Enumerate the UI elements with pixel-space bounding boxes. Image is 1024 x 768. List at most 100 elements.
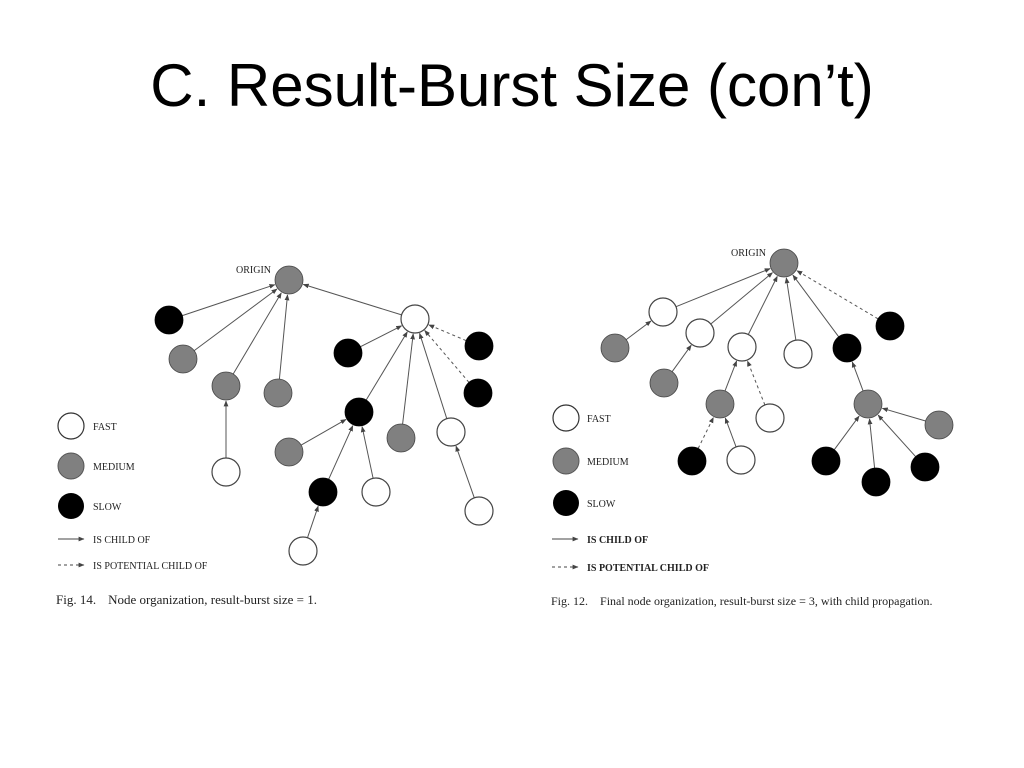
fig14-edge-child	[418, 332, 448, 419]
slide-title: C. Result-Burst Size (con’t)	[150, 52, 874, 119]
fig14-node-fast	[436, 417, 466, 447]
fig14-edge-potential-child	[424, 329, 470, 383]
fig14-origin-node	[274, 265, 304, 295]
fig12-node-medium	[924, 410, 954, 440]
fig14-node-slow	[333, 338, 363, 368]
fig12-caption: Fig. 12. Final node organization, result-…	[551, 594, 933, 609]
fig14-node-slow	[463, 378, 493, 408]
fig14-node-medium	[211, 371, 241, 401]
fig14-edge-child	[360, 426, 374, 479]
fig12-node-slow	[875, 311, 905, 341]
fig12-node-fast	[648, 297, 678, 327]
fig12-caption-label: Fig. 12.	[551, 594, 589, 608]
fig14-node-medium	[168, 344, 198, 374]
fig12-node-medium	[600, 333, 630, 363]
fig12-edge-child	[792, 274, 840, 338]
fig14-edge-child	[360, 325, 403, 348]
figure-12-diagram: ORIGIN FAST MEDIUM SLOW IS CHILD OF IS P…	[552, 248, 954, 574]
legend-fast-label: FAST	[93, 422, 117, 433]
legend-medium-swatch	[552, 447, 580, 475]
fig12-origin-node	[769, 248, 799, 278]
fig12-node-slow	[832, 333, 862, 363]
fig14-edge-child	[232, 292, 282, 375]
fig12-edge-child	[784, 277, 797, 341]
fig14-origin-label: ORIGIN	[236, 265, 271, 276]
fig12-caption-text: Final node organization, result-burst si…	[600, 594, 933, 608]
legend-slow-swatch	[553, 490, 579, 516]
fig12-node-fast	[726, 445, 756, 475]
fig14-caption-label: Fig. 14.	[56, 592, 97, 607]
fig12-node-slow	[910, 452, 940, 482]
fig12-legend: FAST MEDIUM SLOW IS CHILD OF IS POTENTIA…	[552, 404, 709, 574]
fig14-edge-child	[328, 425, 354, 480]
fig14-edge-child	[300, 418, 347, 446]
fig14-edge-child	[365, 331, 408, 401]
legend-slow-label: SLOW	[587, 499, 616, 510]
legend-slow-swatch	[58, 493, 84, 519]
fig14-node-slow	[344, 397, 374, 427]
fig12-node-slow	[861, 467, 891, 497]
fig12-edge-child	[671, 344, 692, 372]
fig12-node-medium	[649, 368, 679, 398]
fig12-edge-potential-child	[747, 360, 766, 406]
fig12-edge-child	[625, 320, 652, 341]
fig14-edge-child	[193, 288, 278, 352]
fig14-node-slow	[154, 305, 184, 335]
legend-medium-swatch	[57, 452, 85, 480]
legend-potential-label: IS POTENTIAL CHILD OF	[93, 561, 208, 572]
fig14-edge-child	[278, 294, 290, 380]
fig14-edge-child	[307, 505, 319, 538]
legend-child-label: IS CHILD OF	[93, 535, 151, 546]
fig14-node-fast	[464, 496, 494, 526]
fig12-node-fast	[727, 332, 757, 362]
fig14-node-fast	[400, 304, 430, 334]
fig12-edge-potential-child	[796, 270, 879, 320]
legend-fast-swatch	[552, 404, 580, 432]
fig14-nodes	[154, 265, 494, 566]
fig14-node-medium	[274, 437, 304, 467]
fig14-node-fast	[288, 536, 318, 566]
fig14-node-fast	[361, 477, 391, 507]
fig12-node-medium	[705, 389, 735, 419]
fig14-caption-text: Node organization, result-burst size = 1…	[108, 592, 317, 607]
fig14-node-medium	[263, 378, 293, 408]
legend-fast-label: FAST	[587, 414, 611, 425]
legend-fast-swatch	[57, 412, 85, 440]
fig14-node-medium	[386, 423, 416, 453]
fig12-edge-child	[747, 275, 778, 335]
legend-medium-label: MEDIUM	[587, 457, 629, 468]
fig14-edge-child	[182, 284, 276, 317]
fig14-caption: Fig. 14. Node organization, result-burst …	[56, 592, 317, 608]
fig14-edges	[182, 283, 475, 538]
fig12-node-slow	[677, 446, 707, 476]
fig12-edge-child	[724, 360, 738, 392]
fig12-node-fast	[783, 339, 813, 369]
fig12-edge-child	[675, 268, 771, 308]
fig12-edge-child	[724, 417, 737, 448]
fig12-edge-child	[877, 414, 916, 457]
fig12-nodes	[600, 248, 954, 497]
fig14-edge-child	[402, 333, 415, 425]
figure-14-diagram: ORIGIN FAST MEDIUM SLOW IS CHILD OF IS P…	[57, 265, 494, 572]
fig14-node-slow	[464, 331, 494, 361]
fig14-edge-child	[455, 445, 475, 498]
fig12-node-fast	[685, 318, 715, 348]
fig12-edge-child	[833, 415, 860, 450]
legend-child-label: IS CHILD OF	[587, 535, 648, 546]
fig12-edge-child	[851, 361, 864, 392]
fig14-node-fast	[211, 457, 241, 487]
fig12-edge-child	[710, 272, 773, 325]
legend-slow-label: SLOW	[93, 502, 122, 513]
figure-14: ORIGIN FAST MEDIUM SLOW IS CHILD OF IS P…	[0, 0, 520, 620]
fig12-edge-child	[867, 418, 876, 469]
fig14-edge-potential-child	[428, 324, 467, 342]
fig12-origin-label: ORIGIN	[731, 248, 766, 259]
fig14-edge-child	[302, 283, 402, 316]
legend-medium-label: MEDIUM	[93, 462, 135, 473]
legend-potential-label: IS POTENTIAL CHILD OF	[587, 563, 709, 574]
fig14-legend: FAST MEDIUM SLOW IS CHILD OF IS POTENTIA…	[57, 412, 208, 572]
fig14-node-slow	[308, 477, 338, 507]
fig12-node-slow	[811, 446, 841, 476]
fig12-node-fast	[755, 403, 785, 433]
fig12-edge-potential-child	[697, 416, 714, 449]
